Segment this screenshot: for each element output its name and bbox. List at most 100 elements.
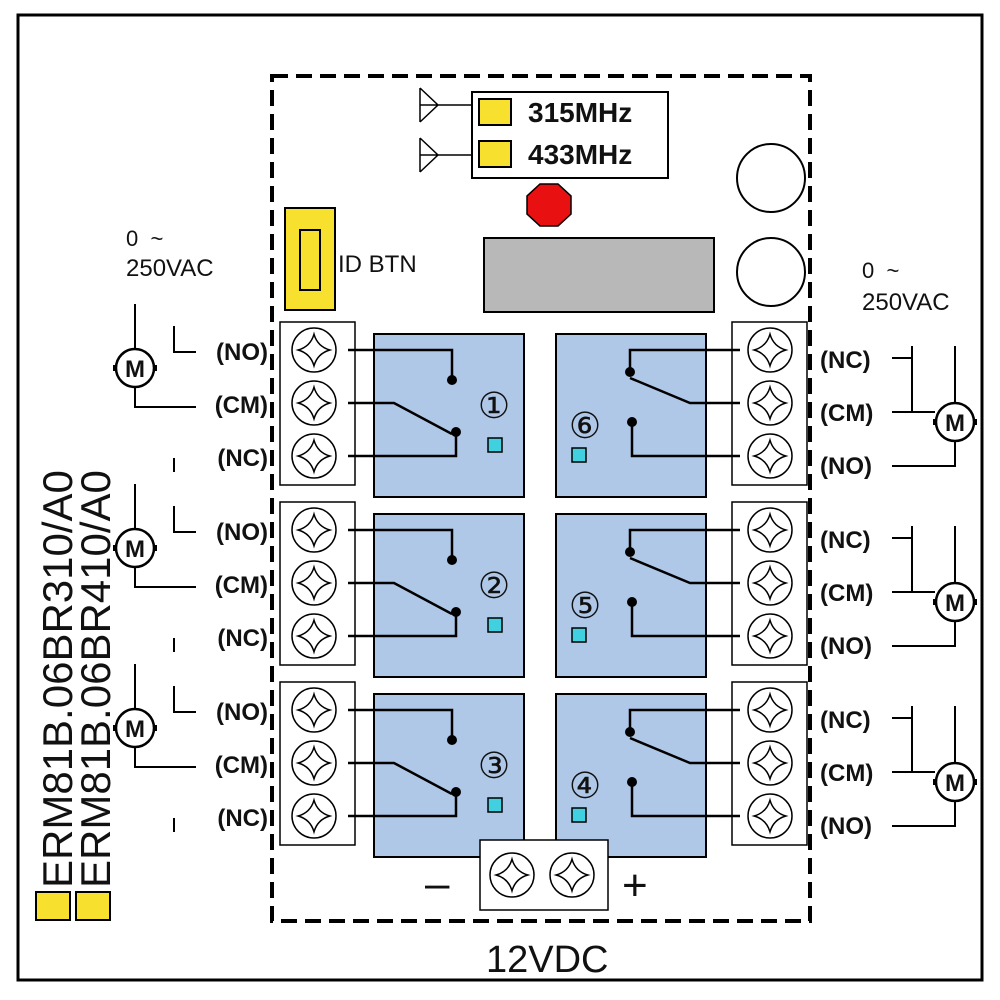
model-310-swatch bbox=[35, 891, 71, 921]
relay-indicator bbox=[571, 447, 587, 463]
terminal-label: (NO) bbox=[216, 339, 268, 366]
terminal-label: (CM) bbox=[820, 400, 873, 427]
relay-right-4: ④ (NC) (CM) (NO) M bbox=[555, 681, 977, 858]
motor-symbol: M bbox=[125, 536, 145, 563]
id-btn-label: ID BTN bbox=[338, 251, 417, 278]
voltage-left-line2: 250VAC bbox=[126, 255, 214, 282]
screw-terminal bbox=[747, 613, 793, 659]
motor-icon: M bbox=[113, 707, 157, 749]
terminal-label: (NO) bbox=[820, 813, 872, 840]
screw-slot bbox=[295, 564, 333, 602]
motor-icon: M bbox=[113, 347, 157, 389]
relay-modules: ①(NO)(CM)(NC)M⑥(NC)(CM)(NO)M②(NO)(CM)(NC… bbox=[113, 304, 977, 858]
relay-number: ④ bbox=[569, 765, 601, 806]
relay-indicator bbox=[571, 807, 587, 823]
model-label-410: ERM81B.06BR410/A0 bbox=[72, 470, 119, 888]
screw-slot bbox=[295, 331, 333, 369]
motor-icon: M bbox=[933, 581, 977, 623]
relay-indicator bbox=[487, 797, 503, 813]
relay-number: ⑥ bbox=[569, 405, 601, 446]
relay-indicator bbox=[487, 617, 503, 633]
screw-terminal bbox=[291, 740, 337, 786]
screw-terminal bbox=[291, 433, 337, 479]
power-minus-label: – bbox=[425, 859, 450, 908]
screw-slot bbox=[751, 617, 789, 655]
screw-slot bbox=[751, 384, 789, 422]
relay-indicator bbox=[571, 627, 587, 643]
screw-slot bbox=[751, 511, 789, 549]
screw-slot bbox=[553, 856, 591, 894]
screw-slot bbox=[751, 691, 789, 729]
screw-terminal bbox=[291, 380, 337, 426]
power-voltage-label: 12VDC bbox=[486, 939, 609, 981]
freq-315-label: 315MHz bbox=[528, 97, 632, 128]
motor-symbol: M bbox=[945, 410, 965, 437]
terminal-label: (NC) bbox=[820, 527, 871, 554]
terminal-label: (CM) bbox=[820, 760, 873, 787]
screw-slot bbox=[295, 744, 333, 782]
model-label-310: ERM81B.06BR310/A0 bbox=[34, 470, 81, 888]
screw-terminal bbox=[291, 793, 337, 839]
voltage-right-line2: 250VAC bbox=[862, 289, 950, 316]
terminal-label: (CM) bbox=[215, 392, 268, 419]
id-jumper-slot bbox=[299, 229, 321, 291]
screw-slot bbox=[751, 564, 789, 602]
screw-slot bbox=[295, 384, 333, 422]
freq-433-swatch bbox=[478, 140, 512, 168]
terminal-label: (NC) bbox=[820, 347, 871, 374]
terminal-label: (NC) bbox=[820, 707, 871, 734]
relay-number: ⑤ bbox=[569, 585, 601, 626]
display-panel bbox=[483, 237, 715, 313]
relay-left-1: ①(NO)(CM)(NC)M bbox=[113, 304, 525, 498]
screw-terminal bbox=[747, 793, 793, 839]
screw-terminal bbox=[291, 687, 337, 733]
screw-terminal bbox=[291, 560, 337, 606]
terminal-label: (NO) bbox=[216, 519, 268, 546]
antenna-icon bbox=[419, 87, 472, 123]
screw-slot bbox=[295, 691, 333, 729]
screw-terminal bbox=[747, 433, 793, 479]
terminal-label: (CM) bbox=[215, 572, 268, 599]
model-410-swatch bbox=[75, 891, 111, 921]
screw-terminal bbox=[747, 507, 793, 553]
relay-right-6: ⑥ (NC) (CM) (NO) M bbox=[555, 321, 977, 498]
freq-315-swatch bbox=[478, 98, 512, 126]
screw-terminal bbox=[549, 852, 595, 898]
screw-slot bbox=[751, 797, 789, 835]
screw-slot bbox=[751, 437, 789, 475]
screw-slot bbox=[295, 511, 333, 549]
relay-left-2: ② (NO) (CM) (NC) M bbox=[113, 484, 525, 678]
voltage-left-line1: 0 ~ bbox=[126, 226, 163, 251]
power-screws bbox=[489, 852, 595, 898]
terminal-label: (NO) bbox=[820, 633, 872, 660]
screw-slot bbox=[751, 744, 789, 782]
relay-body bbox=[373, 693, 525, 858]
screw-terminal bbox=[747, 740, 793, 786]
relay-number: ③ bbox=[478, 745, 510, 786]
terminal-label: (NC) bbox=[217, 445, 268, 472]
terminal-label: (NO) bbox=[216, 699, 268, 726]
screw-terminal bbox=[489, 852, 535, 898]
freq-433-label: 433MHz bbox=[528, 139, 632, 170]
relay-body bbox=[373, 513, 525, 678]
terminal-label: (CM) bbox=[820, 580, 873, 607]
relay-number: ② bbox=[478, 565, 510, 606]
screw-terminal bbox=[291, 613, 337, 659]
voltage-right-line1: 0 ~ bbox=[862, 258, 899, 283]
terminal-label: (NC) bbox=[217, 805, 268, 832]
motor-symbol: M bbox=[945, 590, 965, 617]
motor-symbol: M bbox=[945, 770, 965, 797]
relay-body bbox=[373, 333, 525, 498]
motor-icon: M bbox=[933, 761, 977, 803]
board-outline bbox=[270, 74, 812, 923]
screw-terminal bbox=[291, 507, 337, 553]
terminal-label: (NO) bbox=[820, 453, 872, 480]
terminal-label: (NC) bbox=[217, 625, 268, 652]
screw-slot bbox=[295, 797, 333, 835]
screw-terminal bbox=[291, 327, 337, 373]
screw-terminal bbox=[747, 380, 793, 426]
motor-symbol: M bbox=[125, 716, 145, 743]
motor-symbol: M bbox=[125, 356, 145, 383]
power-plus-label: + bbox=[622, 861, 648, 910]
